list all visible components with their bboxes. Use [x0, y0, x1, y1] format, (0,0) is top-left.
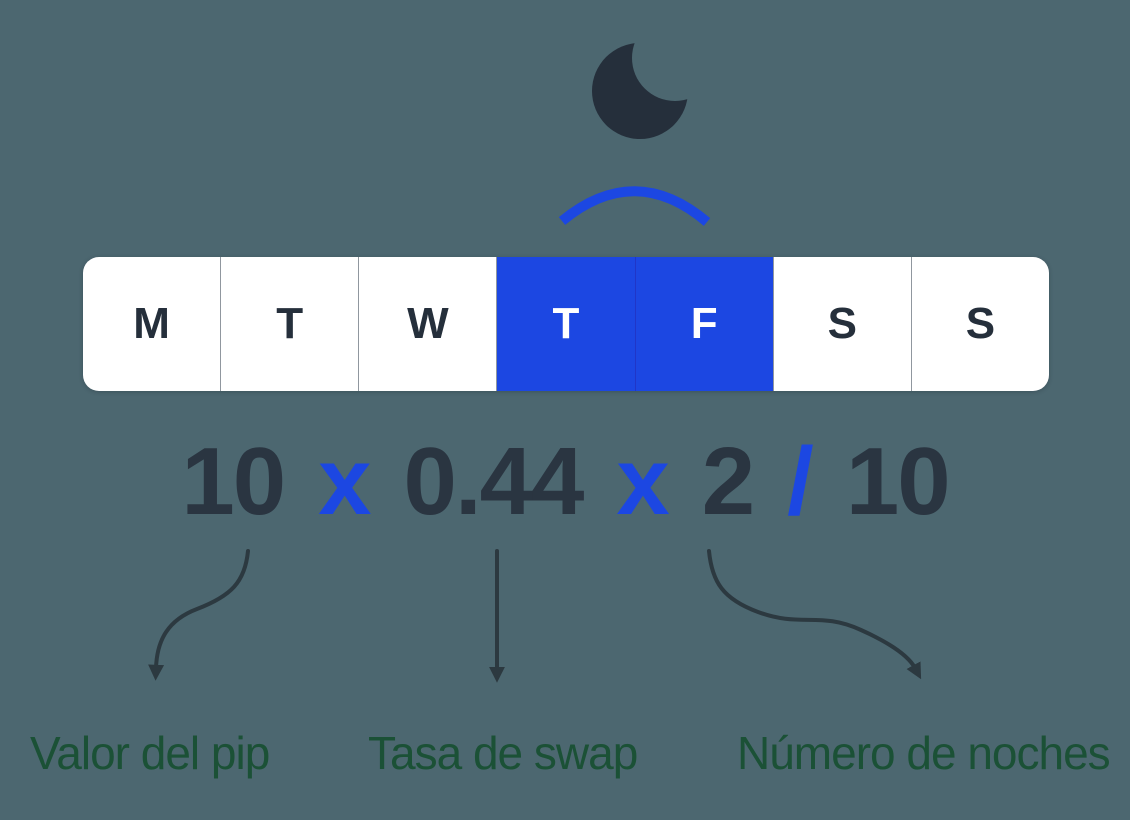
arrow-pip-value	[148, 549, 250, 681]
swap-formula: 10 x 0.44 x 2 / 10	[0, 434, 1130, 530]
arrow-nights	[707, 549, 922, 680]
formula-divide-icon: /	[787, 428, 814, 535]
day-cell-friday: F	[635, 257, 774, 391]
annotation-swap-rate: Tasa de swap	[368, 727, 638, 779]
annotation-nights: Número de noches	[737, 727, 1111, 779]
formula-pip-value: 10	[181, 428, 286, 535]
formula-swap-rate: 0.44	[403, 428, 585, 535]
selected-nights-arc	[558, 186, 711, 226]
weekday-strip: M T W T F S S	[83, 257, 1049, 391]
formula-multiply-icon: x	[616, 428, 669, 535]
day-cell-wednesday: W	[359, 257, 498, 391]
day-cell-sunday: S	[965, 299, 996, 348]
formula-nights-count: 2	[701, 428, 755, 535]
day-cell-monday: M	[83, 257, 222, 391]
day-cell-tuesday: T	[221, 257, 360, 391]
annotation-pip-value: Valor del pip	[30, 727, 270, 779]
day-cell-thursday: T	[497, 257, 636, 391]
crescent-moon-icon	[592, 43, 688, 139]
day-cell-saturday: S	[774, 257, 912, 391]
formula-divisor: 10	[845, 428, 951, 535]
formula-multiply-icon: x	[318, 428, 371, 535]
